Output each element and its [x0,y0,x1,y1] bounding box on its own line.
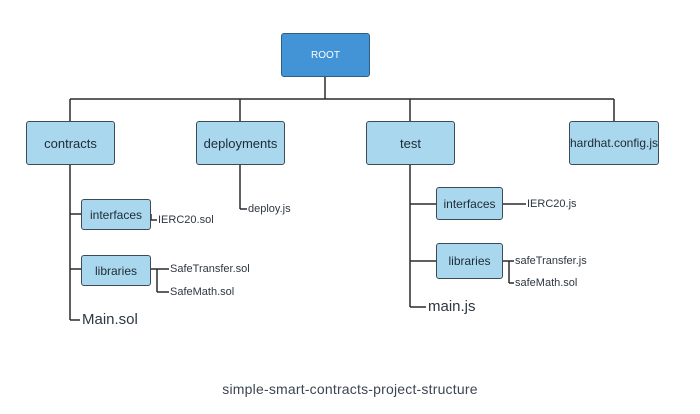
file-label: SafeTransfer.sol [170,263,250,275]
file-label: safeMath.sol [515,277,578,289]
file-label: main.js [428,298,476,315]
root-node: ROOT [281,33,370,77]
hardhat-config-node: hardhat.config.js [569,121,659,165]
test-libraries-node: libraries [436,243,503,279]
contracts-folder-node: contracts [26,121,115,165]
diagram-caption: simple-smart-contracts-project-structure [222,381,478,397]
test-interfaces-node: interfaces [436,187,503,220]
file-label: SafeMath.sol [170,286,235,298]
contracts-libraries-node: libraries [81,255,151,286]
contracts-interfaces-node: interfaces [81,199,151,230]
deployments-folder-node: deployments [196,121,285,165]
file-label: safeTransfer.js [515,255,587,267]
file-label: deploy.js [248,203,291,215]
file-label: IERC20.js [527,198,577,210]
test-folder-node: test [366,121,455,165]
file-label: Main.sol [82,311,138,328]
file-label: IERC20.sol [158,214,214,226]
